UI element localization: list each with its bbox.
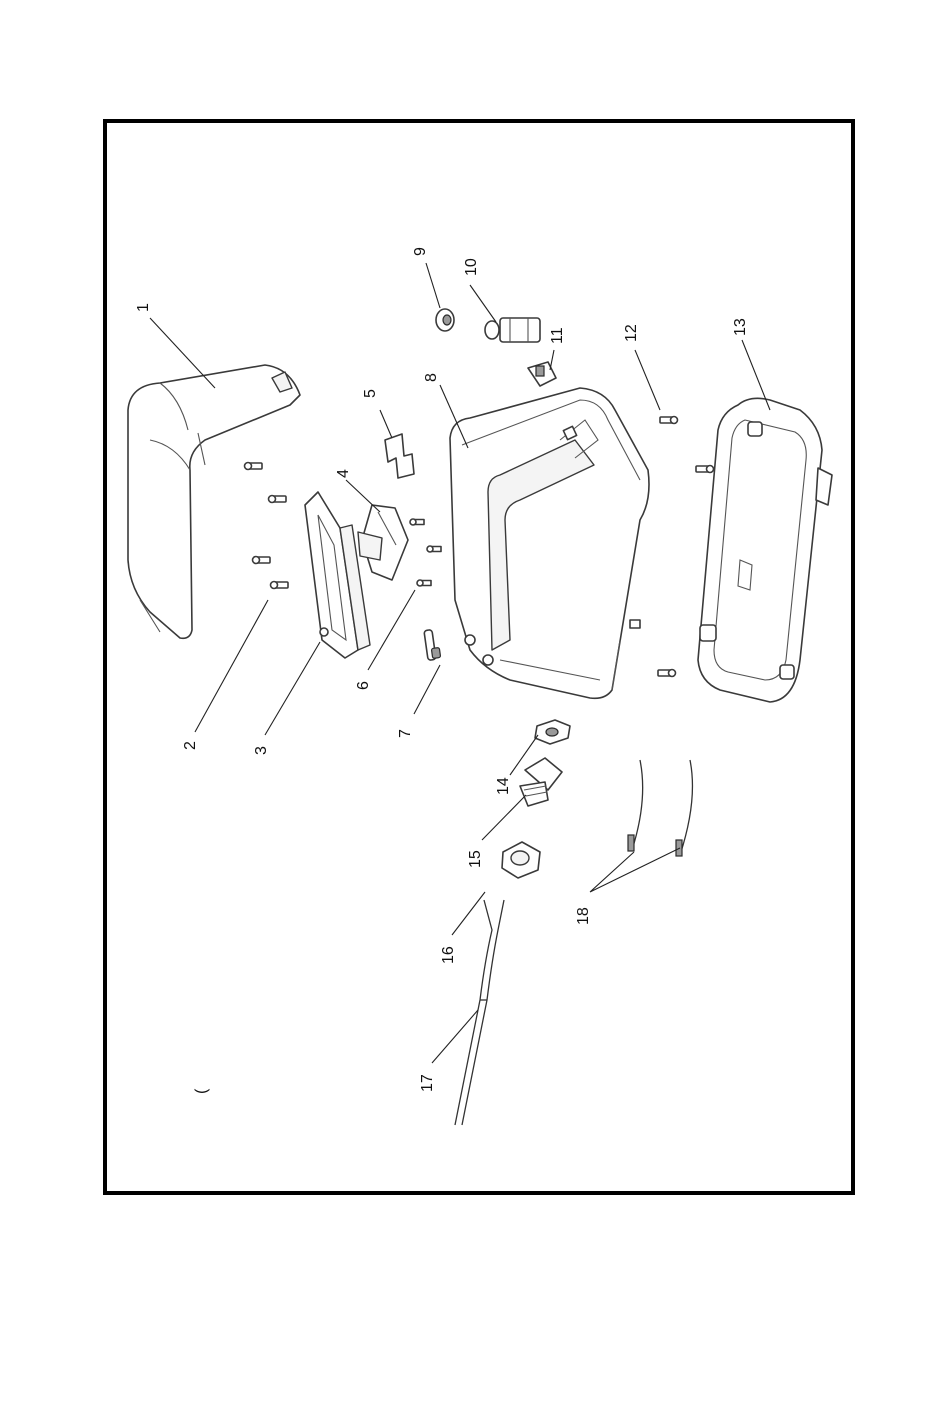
callout-7: 7 [397, 729, 414, 738]
callout-10: 10 [463, 258, 480, 276]
part-14-nut [535, 720, 570, 744]
part-16-gland-nut [502, 842, 540, 878]
callout-16: 16 [440, 946, 457, 964]
part-11-connector [528, 362, 556, 386]
callout-4: 4 [335, 469, 352, 478]
callout-14: 14 [495, 777, 512, 795]
part-17-cable [455, 900, 504, 1125]
part-15-cable-gland [520, 758, 562, 806]
callout-18: 18 [575, 907, 592, 925]
callout-5: 5 [362, 389, 379, 398]
callout-8: 8 [423, 373, 440, 382]
part-2-screws [245, 463, 289, 589]
callout-11: 11 [549, 327, 566, 344]
callout-1: 1 [135, 303, 152, 312]
part-9-washer [436, 309, 454, 331]
callout-12: 12 [623, 324, 640, 342]
callout-13: 13 [732, 318, 749, 336]
part-5-clip [385, 434, 414, 478]
part-8-housing [450, 388, 649, 698]
callout-15: 15 [467, 850, 484, 868]
callout-6: 6 [355, 681, 372, 690]
part-3-bracket [305, 492, 370, 658]
part-13-base-plate [698, 398, 832, 702]
callout-3: 3 [253, 746, 270, 755]
part-18-wires [628, 760, 692, 856]
callout-2: 2 [182, 741, 199, 750]
part-10-switch [485, 318, 540, 342]
stray-mark: ( [193, 1088, 210, 1094]
callout-17: 17 [419, 1074, 436, 1092]
part-7-pin [424, 630, 441, 661]
part-4-latch [358, 505, 408, 580]
part-6-small-screws [410, 519, 441, 586]
callout-9: 9 [412, 247, 429, 256]
